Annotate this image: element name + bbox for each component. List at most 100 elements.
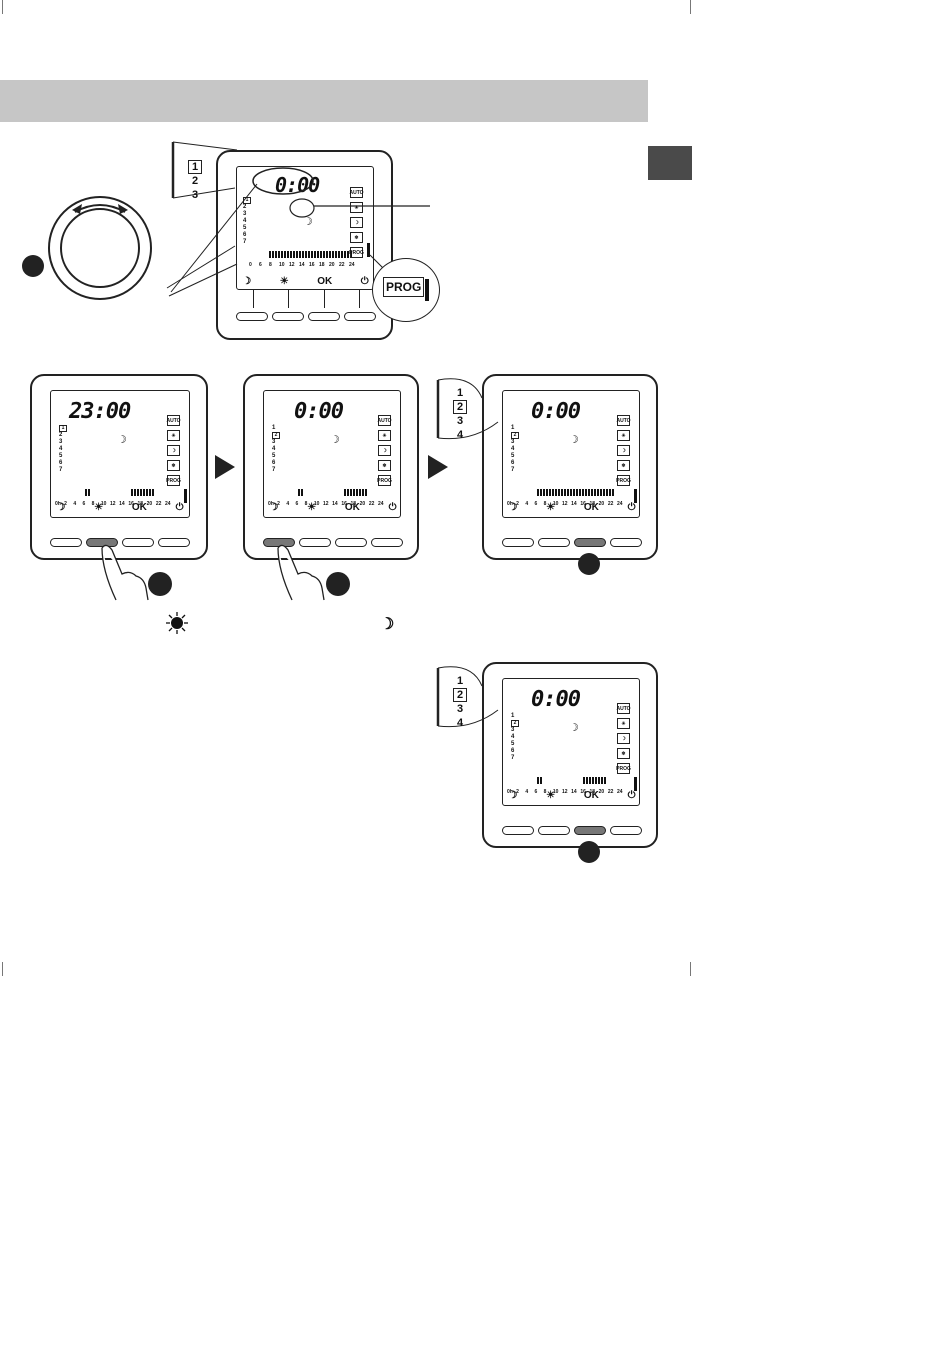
day-list: 1 2 3 4 5 6 7 [59,425,67,474]
sun-button[interactable] [299,538,331,547]
schedule-bar [537,777,617,784]
sun-icon [166,612,188,634]
day-7: 7 [511,467,515,473]
day-callout-list: 1 2 3 4 [453,386,467,441]
schedule-segment [573,489,575,496]
schedule-segment [344,251,346,258]
moon-button[interactable] [502,538,534,547]
schedule-segment [586,777,588,784]
day-7: 7 [511,755,515,761]
button-connector [359,290,360,308]
ok-button-pressed[interactable] [574,826,606,835]
day-callout-item: 4 [456,717,464,729]
moon-mode-icon: ☽ [617,733,630,744]
hour-tick-label: 24 [165,501,171,507]
schedule-segment [561,489,563,496]
prog-indicator [367,243,370,257]
moon-icon: ☽ [508,790,518,801]
day-callout-list: 1 2 3 4 [453,674,467,729]
day-7: 7 [59,467,63,473]
schedule-segment [612,489,614,496]
day-callout-item: 3 [456,703,464,715]
prog-callout-label: PROG [383,277,425,297]
moon-icon: ☽ [303,215,313,228]
hour-tick-label: 2 [516,501,519,507]
hour-tick-label: 16 [309,262,315,268]
next-step-arrow [215,455,235,479]
hour-tick-label: 4 [286,501,290,507]
day-4: 4 [511,446,515,452]
schedule-segment [592,777,594,784]
power-button[interactable] [371,538,403,547]
day-2: 2 [272,432,280,439]
time-highlight-oval [252,167,314,195]
hour-tick-label: 0h [507,501,513,507]
rotary-dial[interactable] [48,196,152,300]
moon-button[interactable] [50,538,82,547]
hour-tick-label: 6 [82,501,86,507]
day-2: 2 [243,204,247,210]
moon-button[interactable] [502,826,534,835]
hour-tick-label: 8 [543,789,547,795]
sun-icon: ☀ [167,430,180,441]
day-4: 4 [272,446,276,452]
hour-tick-label: 18 [350,501,357,507]
hour-tick-label: 20 [329,262,335,268]
moon-mode-icon: ☽ [167,445,180,456]
hour-tick-label: 10 [100,501,107,507]
hour-tick-label: 0h [507,789,513,795]
hour-tick-label: 14 [571,789,577,795]
hour-tick-label: 6 [534,501,538,507]
prog-icon: PROG [377,475,392,486]
schedule-segment [131,489,133,496]
day-1: 1 [59,425,67,432]
power-icon: ⏻ [388,502,397,513]
sun-button[interactable] [272,312,304,321]
schedule-segment [597,489,599,496]
sun-button-pressed[interactable] [86,538,118,547]
power-button[interactable] [158,538,190,547]
power-button[interactable] [344,312,376,321]
schedule-segment [576,489,578,496]
auto-icon: AUTO [616,415,631,426]
power-button[interactable] [610,826,642,835]
hour-tick-label: 14 [119,501,125,507]
schedule-segment [353,489,355,496]
moon-icon: ☽ [569,721,579,734]
time-display: 23:00 [69,399,131,424]
ok-button[interactable] [335,538,367,547]
hour-tick-label: 24 [349,262,355,268]
schedule-segment [149,489,151,496]
hour-tick-label: 12 [562,789,568,795]
schedule-segment [308,251,310,258]
ok-button-pressed[interactable] [574,538,606,547]
schedule-segment [275,251,277,258]
sun-button[interactable] [538,538,570,547]
hour-tick-label: 12 [110,501,116,507]
power-icon: ⏻ [627,502,636,513]
moon-icon: ☽ [269,502,279,513]
day-list: 1 2 3 4 5 6 7 [272,425,280,474]
schedule-segment [302,251,304,258]
day-callout-frame [436,666,499,728]
hour-tick-label: 4 [73,501,77,507]
day-5: 5 [59,453,63,459]
schedule-segment [543,489,545,496]
sun-button[interactable] [538,826,570,835]
sun-icon: ☀ [279,276,289,287]
power-button[interactable] [610,538,642,547]
schedule-segment [329,251,331,258]
schedule-segment [606,489,608,496]
auto-icon: AUTO [349,187,364,198]
auto-icon: AUTO [166,415,181,426]
hour-tick-label: 22 [368,501,375,507]
ok-button[interactable] [122,538,154,547]
hour-tick-label: 24 [617,789,623,795]
ok-button[interactable] [308,312,340,321]
ok-label: OK [344,502,360,513]
schedule-segment [549,489,551,496]
moon-button[interactable] [236,312,268,321]
